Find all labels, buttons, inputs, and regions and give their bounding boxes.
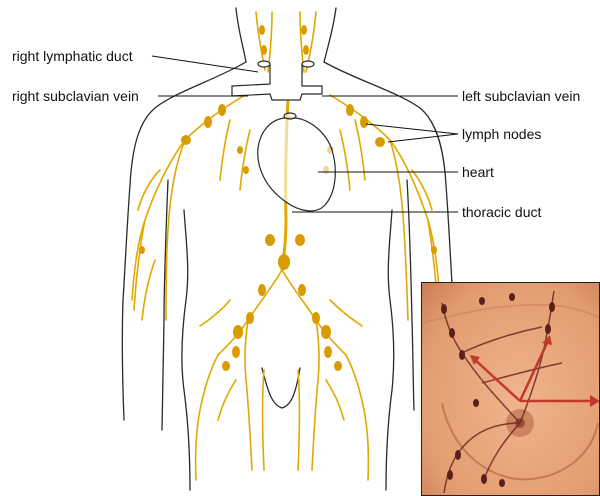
label-heart: heart [462,164,494,180]
label-left-subclavian-vein: left subclavian vein [462,88,580,104]
label-lymph-nodes: lymph nodes [462,126,541,142]
subclavian-veins [232,61,322,100]
heart-shape [258,113,336,211]
label-right-subclavian-vein: right subclavian vein [12,88,139,104]
breast-lymph-inset-image [421,282,600,496]
label-thoracic-duct: thoracic duct [462,204,541,220]
label-right-lymphatic-duct: right lymphatic duct [12,48,133,64]
